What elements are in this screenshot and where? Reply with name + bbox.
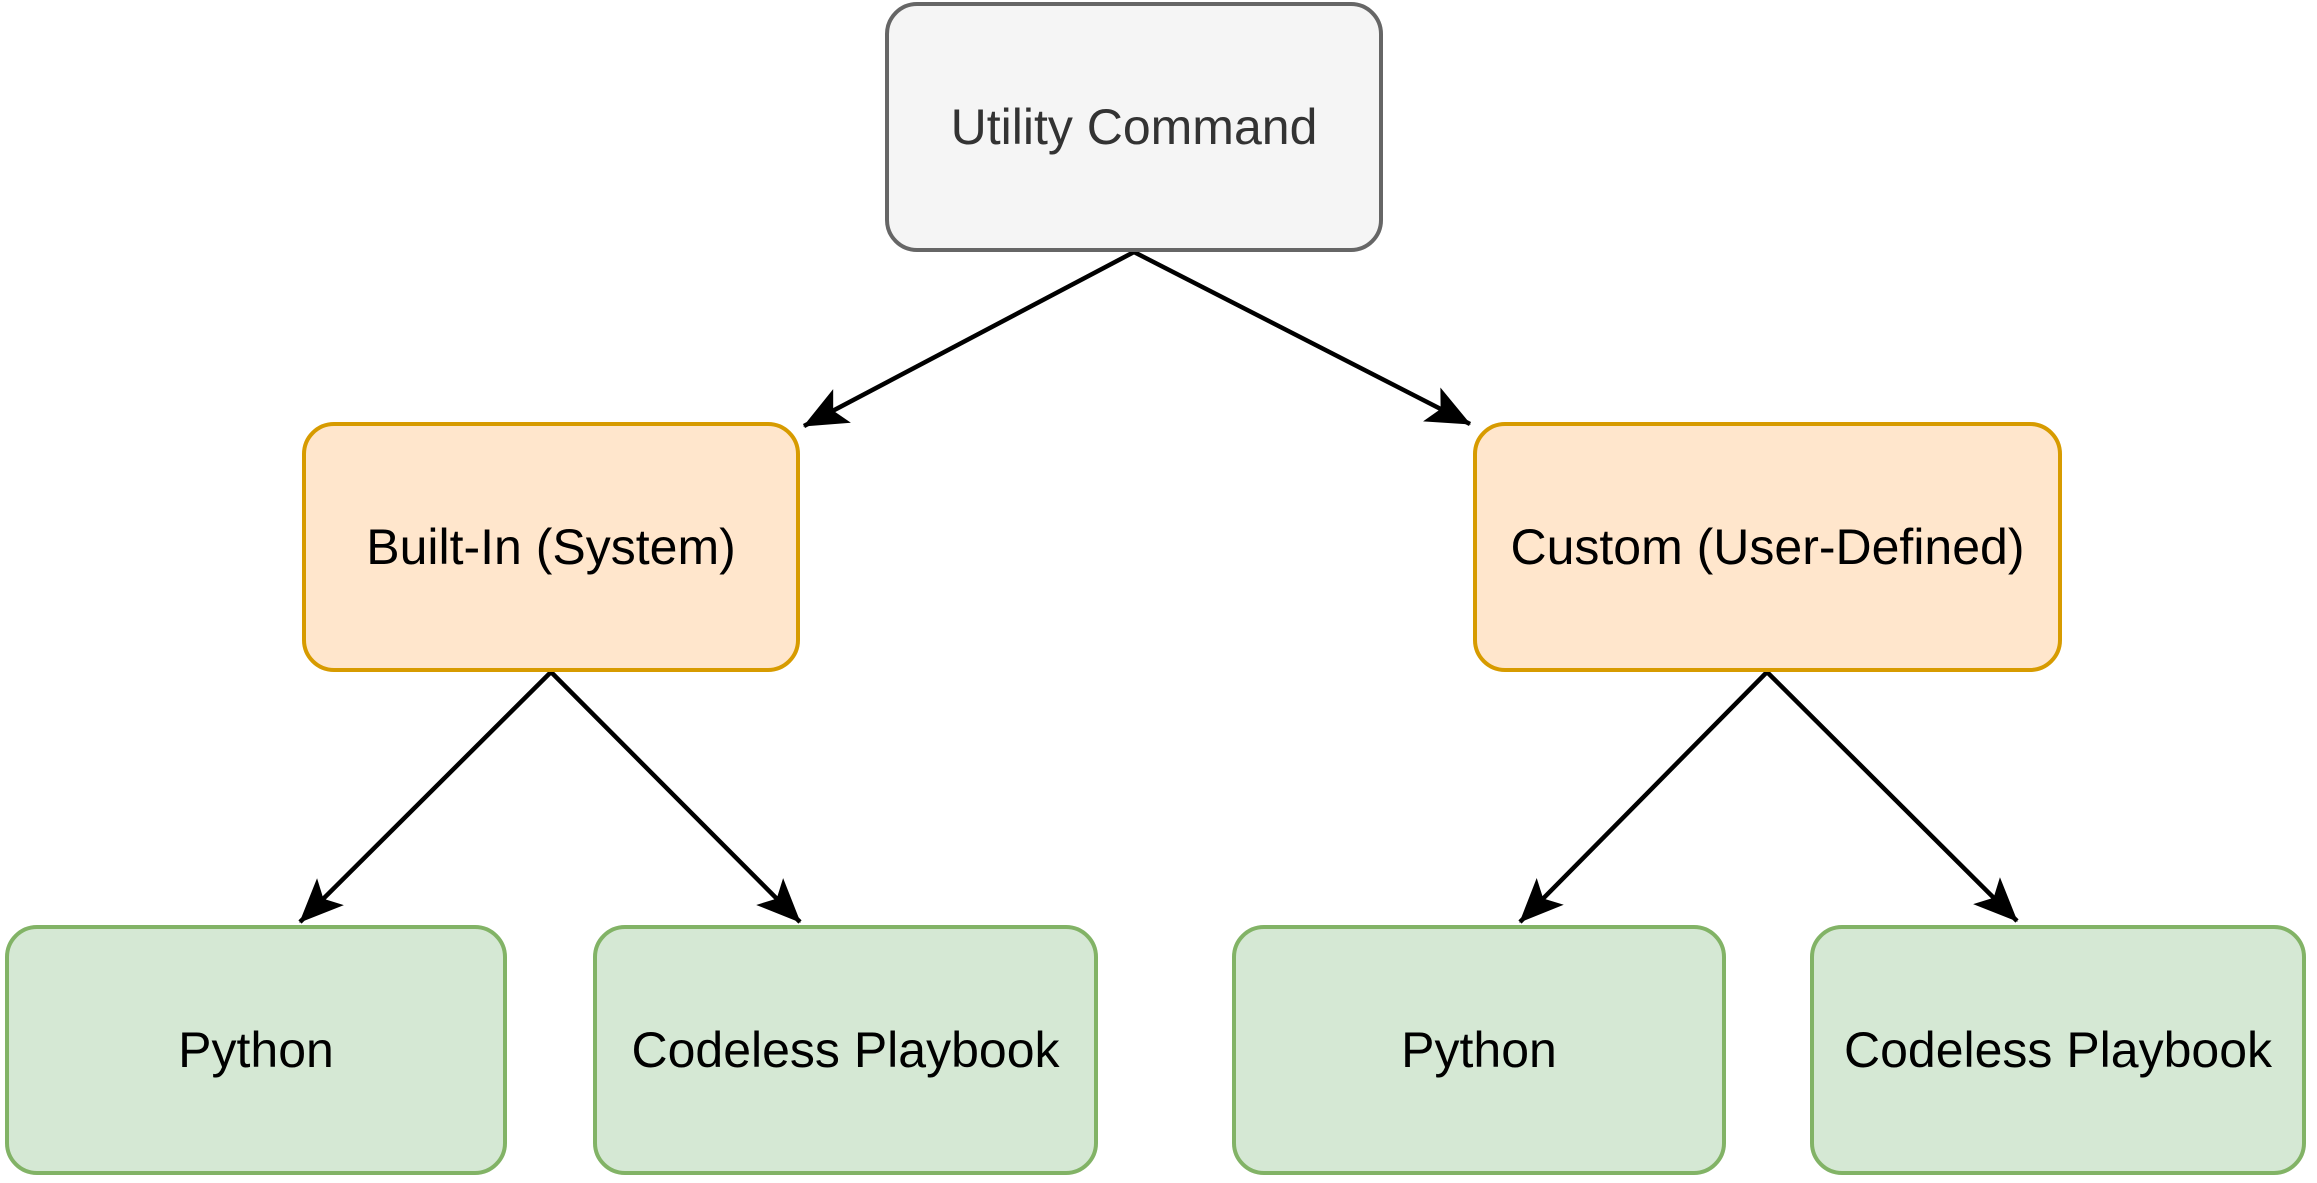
node-custom-codeless-playbook: Codeless Playbook [1810, 925, 2306, 1175]
node-built-in-system: Built-In (System) [302, 422, 800, 672]
node-utility-command: Utility Command [885, 2, 1383, 252]
node-utility-command-label: Utility Command [950, 99, 1318, 155]
node-custom-user-defined: Custom (User-Defined) [1473, 422, 2062, 672]
edge-custom-to-python [1518, 670, 1769, 924]
node-built-in-codeless-playbook-label: Codeless Playbook [631, 1022, 1060, 1078]
node-custom-codeless-playbook-label: Codeless Playbook [1843, 1022, 2273, 1078]
node-built-in-python-label: Python [178, 1022, 334, 1078]
edge-built-in-to-python [298, 670, 553, 924]
edge-utility-to-built-in [802, 250, 1136, 428]
edge-utility-to-custom [1132, 249, 1472, 427]
edge-custom-to-codeless [1765, 670, 2019, 923]
node-built-in-codeless-playbook: Codeless Playbook [593, 925, 1098, 1175]
node-custom-python-label: Python [1401, 1022, 1557, 1078]
edge-built-in-to-codeless [549, 670, 802, 924]
node-custom-python: Python [1232, 925, 1726, 1175]
node-built-in-system-label: Built-In (System) [366, 519, 736, 575]
node-built-in-python: Python [5, 925, 507, 1175]
node-custom-user-defined-label: Custom (User-Defined) [1510, 519, 2025, 575]
